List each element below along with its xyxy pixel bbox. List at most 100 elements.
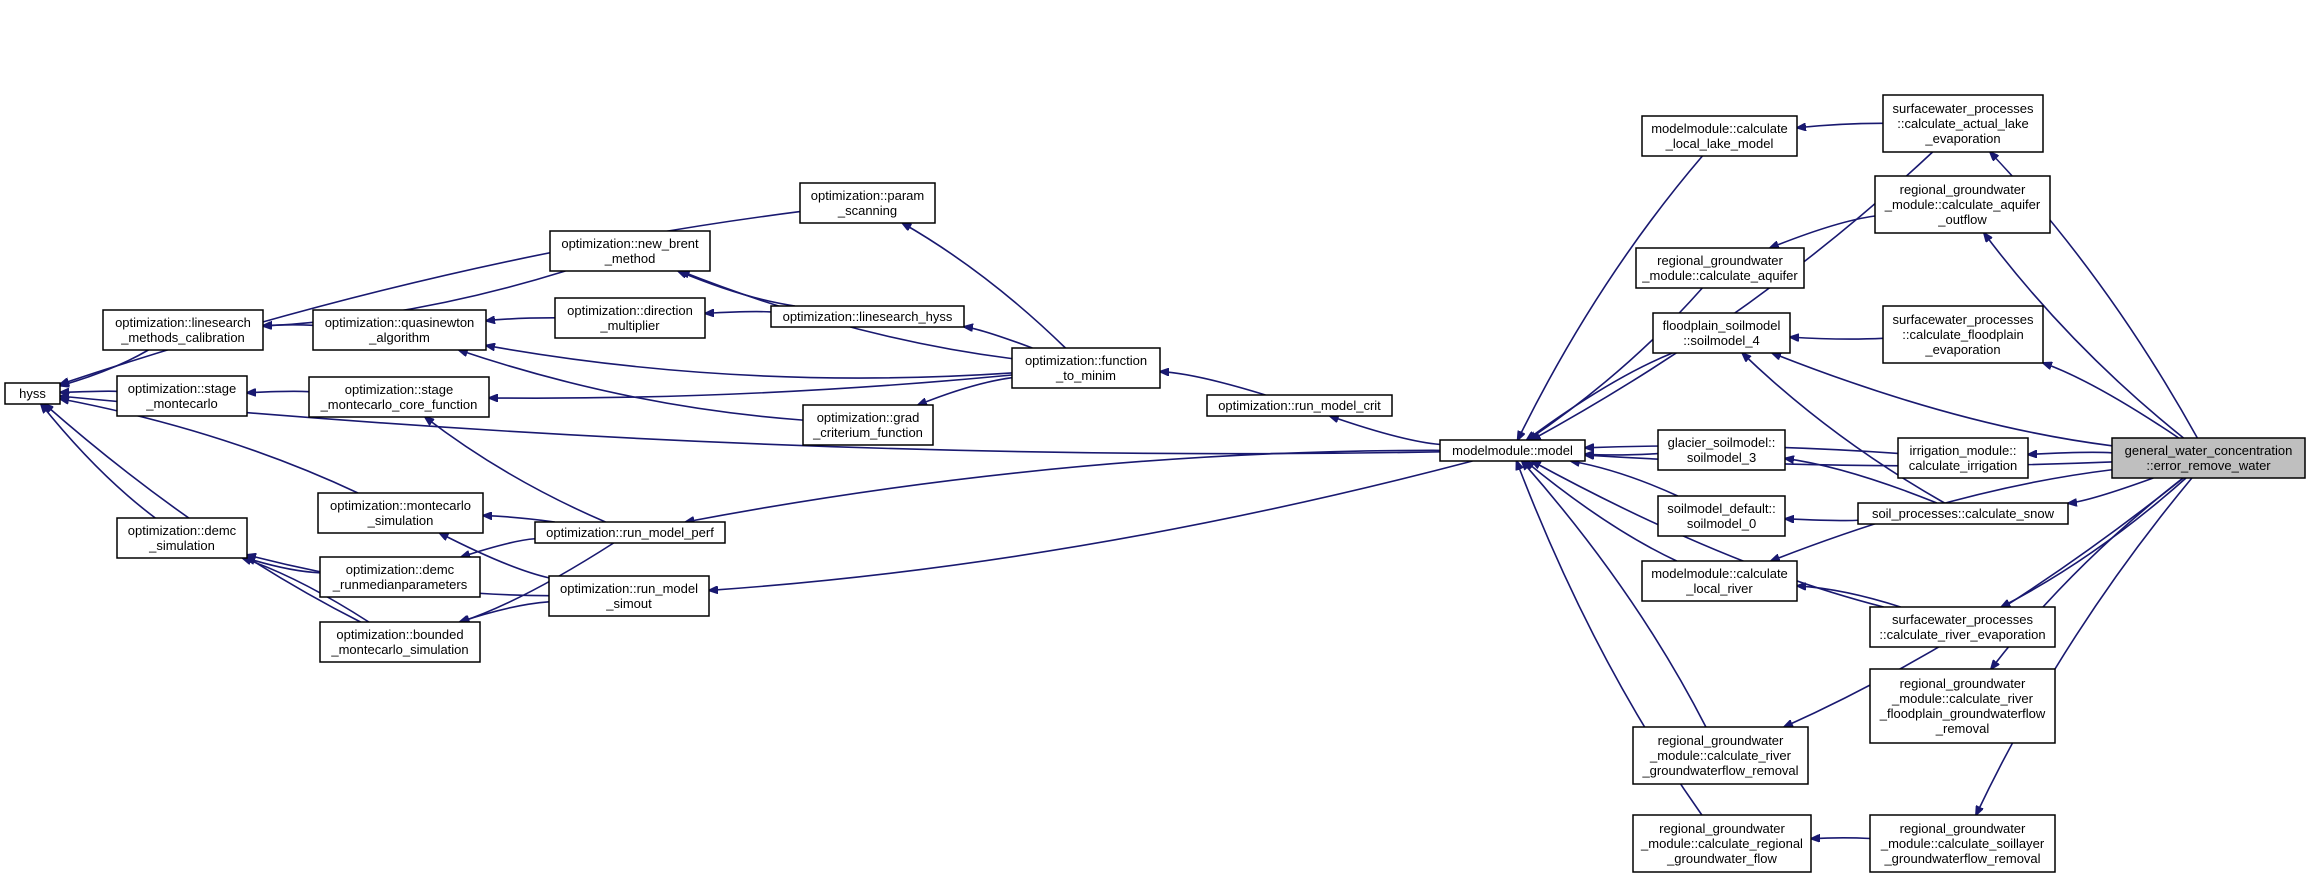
node-box [1635,247,1805,289]
node-label: glacier_soilmodel:: [1668,435,1776,450]
node-box [1632,814,1812,873]
node-label: optimization::stage [345,382,453,397]
node-calc-snow[interactable]: soil_processes::calculate_snow [1857,502,2069,525]
node-soilmodel-4[interactable]: floodplain_soilmodel::soilmodel_4 [1652,312,1791,354]
node-label: floodplain_soilmodel [1663,318,1781,333]
node-label: optimization::param [811,188,924,203]
node-label: optimization::montecarlo [330,498,471,513]
node-run-model-simout[interactable]: optimization::run_model_simout [548,575,710,617]
node-label: surfacewater_processes [1893,312,2034,327]
node-box [2111,437,2306,479]
node-calc-aquifer[interactable]: regional_groundwater_module::calculate_a… [1635,247,1805,289]
edge-new_brent-to-linesearch_calib [263,270,566,326]
node-label: optimization::run_model_perf [546,525,714,540]
node-label: optimization::stage [128,381,236,396]
edge-river_evap-to-local_river [1797,586,1901,608]
node-label: _local_river [1685,581,1753,596]
node-label: modelmodule::calculate [1651,121,1788,136]
edge-mc_sim-to-hyss [60,399,359,494]
node-direction-mult[interactable]: optimization::direction_multiplier [554,297,706,339]
edge-function_to_minim-to-grad_crit [918,376,1013,405]
node-model[interactable]: modelmodule::model [1439,439,1586,462]
node-regional-gwf[interactable]: regional_groundwater_module::calculate_r… [1632,814,1812,873]
node-box [116,375,248,417]
edge-error_remove_water-to-calc_irrigation [2028,452,2113,454]
edge-error_remove_water-to-soillayer_gwf [1976,477,2193,815]
edge-function_to_minim-to-stage_mc_core [489,374,1013,398]
node-bounded-mc[interactable]: optimization::bounded_montecarlo_simulat… [319,621,481,663]
node-label: irrigation_module:: [1910,443,2017,458]
edge-error_remove_water-to-floodplain_evap [2043,363,2180,439]
node-mc-sim[interactable]: optimization::montecarlo_simulation [317,492,484,534]
edge-actual_lake_evap-to-model [1532,151,1934,440]
node-river-evap[interactable]: surfacewater_processes::calculate_river_… [1869,606,2056,648]
node-function-to-minim[interactable]: optimization::function_to_minim [1011,347,1161,389]
node-label: surfacewater_processes [1892,612,2033,627]
node-stage-mc[interactable]: optimization::stage_montecarlo [116,375,248,417]
node-label: ::soilmodel_4 [1683,333,1760,348]
node-label: _montecarlo_simulation [330,642,468,657]
node-layer: hyss optimization::linesearch_methods_cal… [4,94,2306,873]
node-linesearch-calib[interactable]: optimization::linesearch_methods_calibra… [102,309,264,351]
node-label: _floodplain_groundwaterflow [1879,706,2046,721]
node-error-remove-water[interactable]: general_water_concentration::error_remov… [2111,437,2306,479]
node-river-floodplain-gwf[interactable]: regional_groundwater_module::calculate_r… [1869,668,2056,744]
node-label: optimization::quasinewton [325,315,475,330]
node-label: optimization::new_brent [561,236,699,251]
edge-calc_snow-to-soilmodel_4 [1742,353,1945,504]
node-demc-runmedian[interactable]: optimization::demc_runmedianparameters [319,556,481,598]
node-stage-mc-core[interactable]: optimization::stage_montecarlo_core_func… [308,376,490,418]
node-linesearch-hyss[interactable]: optimization::linesearch_hyss [770,305,965,328]
node-run-model-perf[interactable]: optimization::run_model_perf [534,521,726,544]
edge-grad_crit-to-quasinewton [459,350,804,421]
node-box [1641,115,1798,157]
node-label: surfacewater_processes [1893,101,2034,116]
node-local-lake[interactable]: modelmodule::calculate_local_lake_model [1641,115,1798,157]
node-quasinewton[interactable]: optimization::quasinewton_algorithm [312,309,487,351]
node-grad-crit[interactable]: optimization::grad_criterium_function [802,404,934,446]
node-label: _montecarlo_core_function [320,397,478,412]
node-label: _outflow [1937,212,1987,227]
node-label: _groundwaterflow_removal [1883,851,2040,866]
edge-run_model_simout-to-mc_sim [440,533,550,579]
node-soillayer-gwf[interactable]: regional_groundwater_module::calculate_s… [1869,814,2056,873]
node-label: calculate_irrigation [1909,458,2017,473]
node-actual-lake-evap[interactable]: surfacewater_processes::calculate_actual… [1882,94,2044,153]
node-label: regional_groundwater [1900,676,2026,691]
node-box [770,305,965,328]
node-river-gwf-removal[interactable]: regional_groundwater_module::calculate_r… [1632,726,1809,785]
node-box [1869,668,2056,744]
node-box [1632,726,1809,785]
node-box [534,521,726,544]
node-soilmodel-0[interactable]: soilmodel_default::soilmodel_0 [1657,495,1786,537]
node-label: _module::calculate_regional [1640,836,1803,851]
node-label: optimization::run_model_crit [1218,398,1381,413]
node-label: optimization::function [1025,353,1147,368]
node-label: _module::calculate_river [1649,748,1792,763]
node-hyss[interactable]: hyss [4,382,61,405]
node-local-river[interactable]: modelmodule::calculate_local_river [1641,560,1798,602]
node-label: regional_groundwater [1900,182,2026,197]
node-label: soilmodel_default:: [1667,501,1775,516]
node-label: _multiplier [599,318,660,333]
node-aquifer-outflow[interactable]: regional_groundwater_module::calculate_a… [1874,175,2051,234]
node-soilmodel-3[interactable]: glacier_soilmodel::soilmodel_3 [1657,429,1786,471]
node-box [548,575,710,617]
node-label: optimization::run_model [560,581,698,596]
node-new-brent[interactable]: optimization::new_brent_method [549,230,711,272]
node-label: modelmodule::model [1452,443,1573,458]
edge-function_to_minim-to-param_scanning [902,223,1067,349]
node-run-model-crit[interactable]: optimization::run_model_crit [1206,394,1393,417]
edge-soilmodel_3-to-model [1585,454,1659,455]
node-demc-sim[interactable]: optimization::demc_simulation [116,517,248,559]
edge-model-to-run_model_simout [709,460,1473,590]
node-param-scanning[interactable]: optimization::param_scanning [799,182,936,224]
node-calc-irrigation[interactable]: irrigation_module::calculate_irrigation [1897,437,2029,479]
node-box [549,230,711,272]
node-label: _runmedianparameters [332,577,468,592]
node-label: regional_groundwater [1657,253,1783,268]
edge-calc_snow-to-soilmodel_3 [1785,458,1938,504]
node-floodplain-evap[interactable]: surfacewater_processes::calculate_floodp… [1882,305,2044,364]
node-label: ::calculate_floodplain [1902,327,2023,342]
